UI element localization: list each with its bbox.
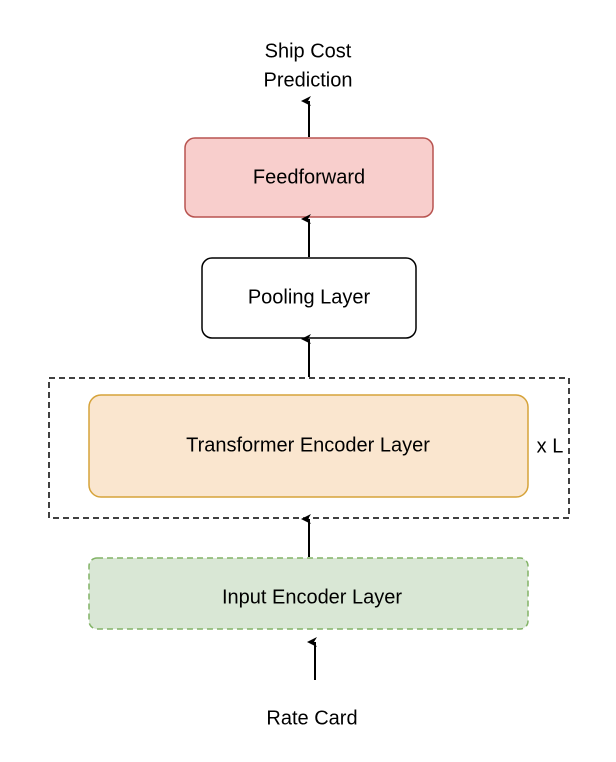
input-encoder-label: Input Encoder Layer xyxy=(221,586,403,609)
repeat-label: x L xyxy=(536,435,564,458)
transformer-encoder-box xyxy=(88,394,529,498)
output-label-line2: Prediction xyxy=(263,69,353,92)
transformer-encoder-label: Transformer Encoder Layer xyxy=(186,434,430,457)
feedforward-label: Feedforward xyxy=(252,166,366,189)
pooling-layer-label: Pooling Layer xyxy=(247,286,371,309)
input-encoder-box xyxy=(88,557,529,630)
rate-card-label: Rate Card xyxy=(266,707,358,730)
output-label-line1: Ship Cost xyxy=(264,40,352,63)
